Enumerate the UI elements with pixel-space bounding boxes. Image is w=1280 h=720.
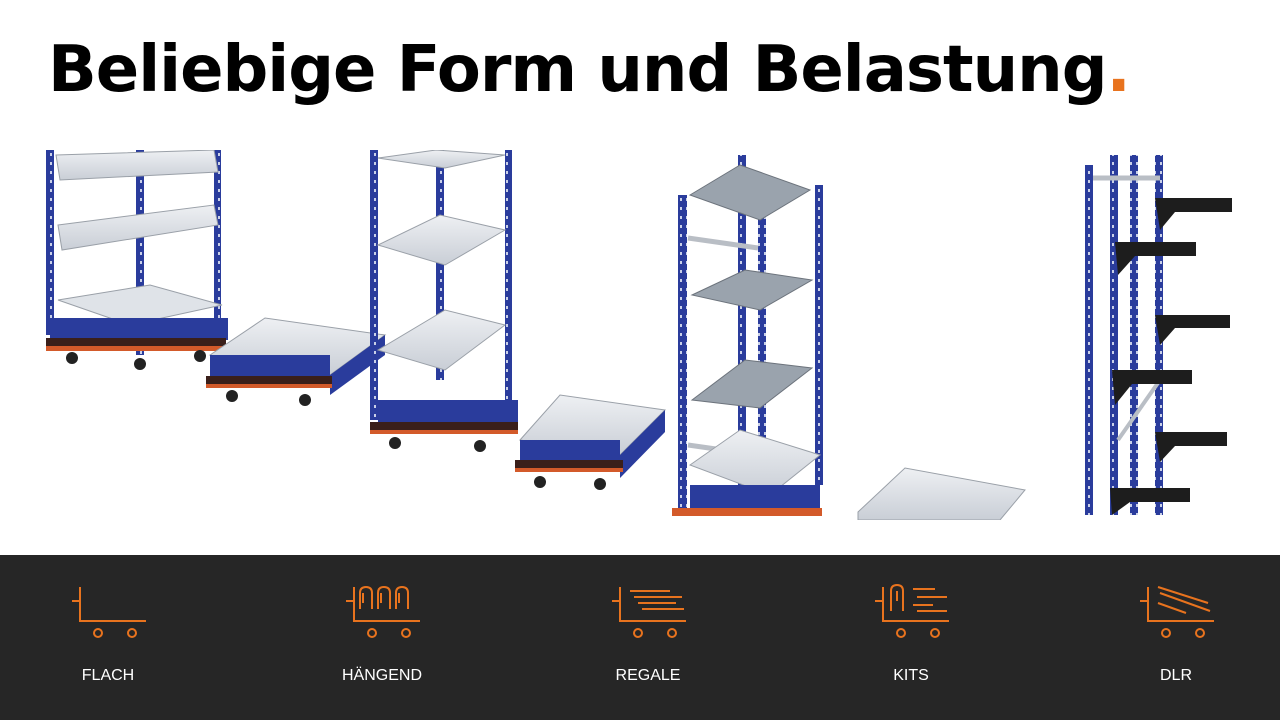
kit-cart-illustration	[515, 394, 667, 490]
flat-cart-icon	[72, 587, 146, 638]
category-dlr[interactable]: DLR	[1076, 555, 1276, 720]
shelf-cart-illustration-1	[46, 150, 228, 370]
shelf-cart-icon	[612, 587, 686, 638]
flat-cart-illustration-2	[857, 467, 1026, 520]
category-regale[interactable]: REGALE	[548, 555, 748, 720]
page-title: Beliebige Form und Belastung.	[48, 38, 1131, 102]
dlr-cart-icon	[1140, 586, 1214, 638]
category-kits[interactable]: KITS	[811, 555, 1011, 720]
flow-rack-illustration	[672, 155, 823, 516]
product-illustration	[46, 150, 1232, 520]
hanging-cart-icon	[346, 585, 420, 638]
category-label: REGALE	[615, 667, 681, 684]
category-label: FLACH	[81, 667, 135, 684]
category-bar: FLACH HÄNGEND	[0, 555, 1280, 720]
flat-cart-illustration	[206, 317, 387, 406]
category-label: DLR	[1159, 667, 1192, 684]
category-flach[interactable]: FLACH	[8, 555, 208, 720]
hanging-cart-illustration	[1085, 155, 1232, 515]
shelf-cart-illustration-2	[370, 150, 518, 452]
category-label: HÄNGEND	[341, 667, 422, 684]
category-haengend[interactable]: HÄNGEND	[282, 555, 482, 720]
title-text: Beliebige Form und Belastung	[48, 33, 1107, 107]
category-label: KITS	[893, 667, 929, 684]
kit-cart-icon	[875, 583, 949, 638]
title-accent-dot: .	[1106, 33, 1131, 107]
